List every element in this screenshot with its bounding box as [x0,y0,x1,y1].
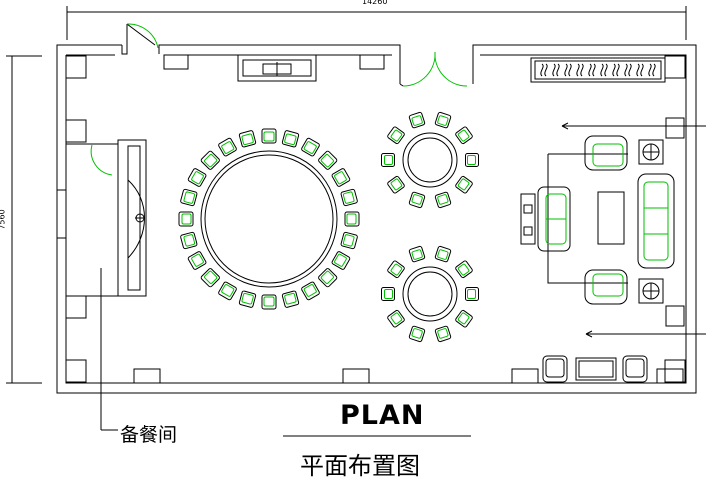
lounge-area [520,122,706,338]
chair [434,245,452,263]
chair [331,251,351,270]
chair [301,281,320,301]
plant-mark [576,63,584,77]
chair [238,130,257,148]
plant-mark [600,63,608,77]
chair [434,111,452,129]
chair [434,191,452,209]
chair [381,287,395,301]
plant-mark [648,63,656,77]
chair [281,130,300,148]
plant-mark [624,63,632,77]
chair [387,126,405,145]
planter [530,57,666,83]
large-round-table [178,128,360,310]
chair [408,245,426,263]
plant-mark [564,63,572,77]
service-room-label: 备餐间 [120,424,178,446]
chair [180,231,198,250]
chair [340,231,358,250]
chair [465,287,479,301]
chair [455,175,473,194]
chair [408,111,426,129]
sideboard [237,54,317,82]
chair [434,325,452,343]
chair [408,325,426,343]
chair [261,128,277,144]
chair [318,268,338,288]
chair [200,268,220,288]
plant-mark [636,63,644,77]
small-round-table-2 [381,245,479,343]
width-dimension: 14260 [362,0,388,6]
plant-mark [552,63,560,77]
chair [178,211,194,227]
chair [318,150,338,170]
chair [238,290,257,308]
plan-title: PLAN [340,400,425,431]
small-round-table-1 [381,111,479,209]
chair [218,281,237,301]
room-label-leader [100,268,118,431]
chair [455,260,473,279]
chair [455,309,473,328]
plant-mark [540,63,548,77]
chair [465,153,479,167]
bottom-furniture [542,355,648,383]
dimension-lines [6,6,687,384]
plant-mark [612,63,620,77]
height-dimension: 7560 [0,209,7,230]
plant-marks [540,63,656,77]
chair [180,188,198,207]
chair [301,137,320,157]
large-table-chairs [178,128,360,310]
chair [455,126,473,145]
chair [331,168,351,187]
chair [218,137,237,157]
chair [200,150,220,170]
chair [187,168,207,187]
walls [56,24,697,394]
chair [344,211,360,227]
doors [90,23,468,176]
chair [408,191,426,209]
chair [187,251,207,270]
chair [340,188,358,207]
chair [381,153,395,167]
plan-subtitle: 平面布置图 [300,452,420,480]
chair [387,260,405,279]
chair [387,309,405,328]
service-room [66,139,147,297]
plant-mark [588,63,596,77]
chair [261,294,277,310]
chair [281,290,300,308]
chair [387,175,405,194]
